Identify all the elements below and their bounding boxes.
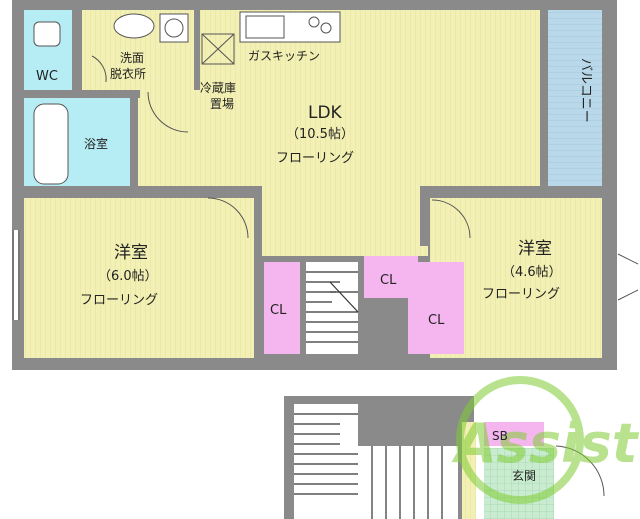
- upper-stair: [306, 262, 358, 354]
- label-west-floor: フローリング: [80, 293, 158, 308]
- label-fridge-1: 冷蔵庫: [200, 81, 236, 95]
- label-wc: WC: [36, 69, 58, 84]
- label-ldk-size: （10.5帖）: [286, 127, 354, 142]
- label-kitchen: ガスキッチン: [248, 49, 320, 63]
- basin-icon: [113, 13, 155, 39]
- label-closet-c: CL: [428, 313, 445, 328]
- closet-c-area: [408, 262, 464, 354]
- label-east-size: （4.6帖）: [502, 265, 562, 280]
- toilet-icon: [33, 21, 61, 47]
- label-west-size: （6.0帖）: [98, 269, 158, 284]
- label-bath: 浴室: [84, 136, 108, 151]
- label-west-name: 洋室: [114, 243, 148, 263]
- fridge-area: [200, 10, 236, 90]
- doors: [91, 55, 639, 301]
- label-ldk-floor: フローリング: [276, 151, 354, 166]
- label-ldk-name: LDK: [308, 103, 343, 123]
- label-washroom-1: 洗面: [120, 51, 144, 65]
- assist-logo: Assist: [451, 376, 640, 504]
- label-closet-b: CL: [380, 273, 397, 288]
- balcony-area: [548, 10, 602, 186]
- svg-text:Assist: Assist: [451, 412, 640, 475]
- fridge-icon: [201, 33, 235, 65]
- label-east-name: 洋室: [518, 239, 552, 259]
- entrance-door: [555, 445, 605, 497]
- label-washroom-2: 脱衣所: [110, 66, 146, 81]
- stove-icon: [308, 16, 320, 28]
- lower-stair: [294, 404, 358, 519]
- bathtub-icon: [33, 103, 69, 185]
- entrance-area: [484, 448, 554, 519]
- closet-a-area: [264, 262, 300, 354]
- label-entrance: 玄関: [512, 468, 536, 483]
- west-bedroom-area: [24, 198, 254, 358]
- label-closet-a: CL: [270, 303, 287, 318]
- sink-icon: [245, 15, 285, 39]
- room-labels: WC 洗面 脱衣所 浴室 冷蔵庫 置場 ガスキッチン LDK （10.5帖） フ…: [36, 49, 593, 483]
- kitchen-counter: [239, 11, 341, 43]
- label-shoebox: SB: [492, 429, 508, 443]
- upper-stair-steps: [306, 271, 359, 343]
- washer-icon: [159, 13, 189, 43]
- label-fridge-2: 置場: [210, 97, 234, 111]
- label-balcony: バルコニー: [578, 58, 593, 123]
- shoebox-area: [484, 422, 544, 446]
- label-east-floor: フローリング: [482, 287, 560, 302]
